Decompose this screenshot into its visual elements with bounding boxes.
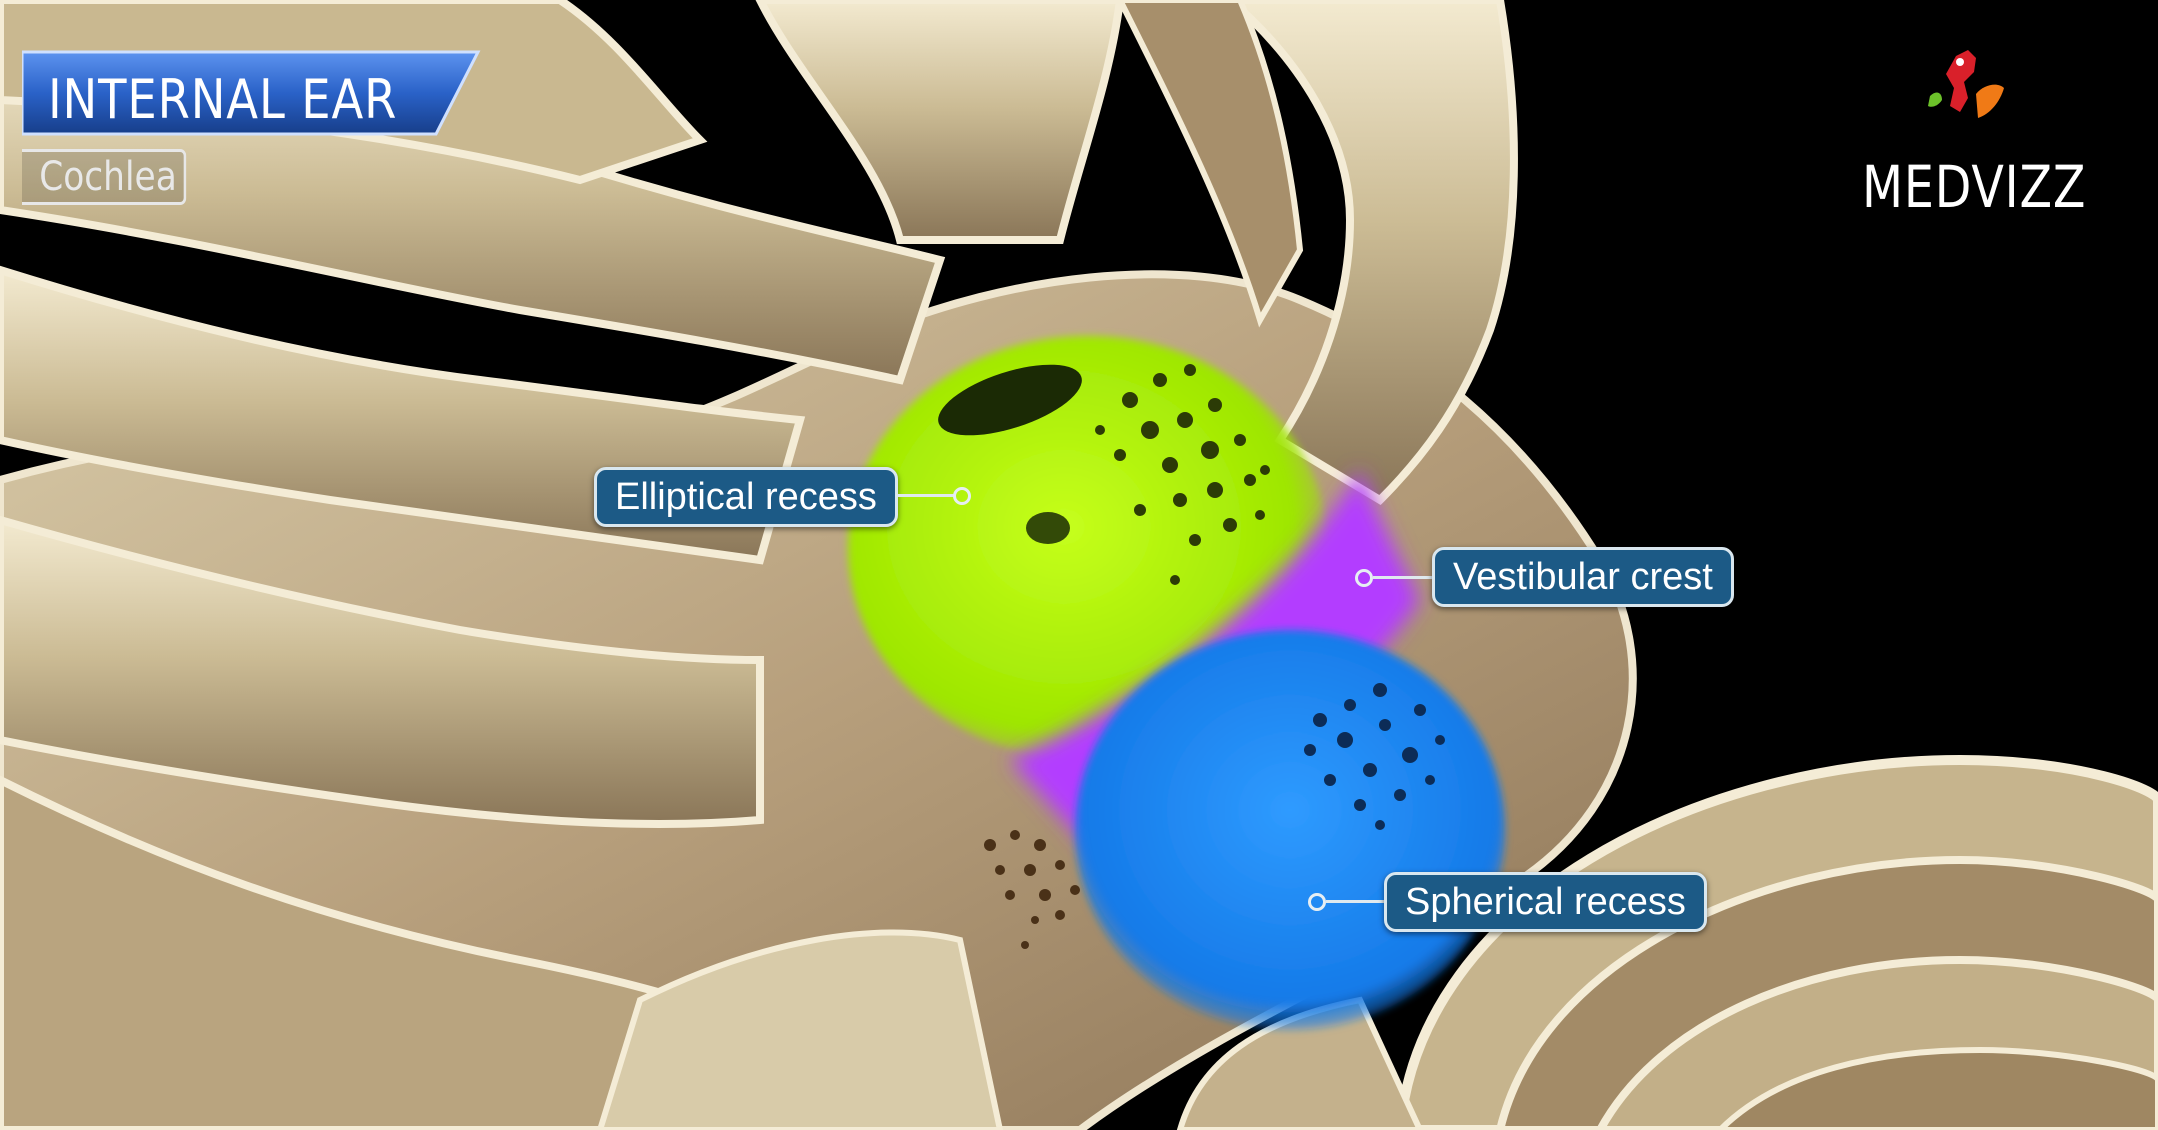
title-badge: INTERNAL EAR — [22, 48, 481, 136]
pointer-dot-elliptical-recess — [953, 487, 971, 505]
medvizz-logo-icon — [1928, 50, 2004, 118]
leader-vestibular-crest — [1373, 576, 1433, 579]
title-badge-shape — [22, 50, 481, 136]
page-title: INTERNAL EAR — [48, 68, 398, 131]
bone-foramina — [984, 830, 1080, 949]
label-elliptical-recess: Elliptical recess — [594, 467, 898, 527]
brand-name: MEDVIZZ — [1862, 153, 2087, 221]
page-subtitle: Cochlea — [22, 149, 187, 205]
elliptical-recess-foramina — [1095, 364, 1270, 585]
label-vestibular-crest: Vestibular crest — [1432, 547, 1734, 607]
spherical-recess-region — [1075, 630, 1505, 1030]
pointer-dot-spherical-recess — [1308, 893, 1326, 911]
brand-logo: MEDVIZZ — [1850, 48, 2090, 221]
label-spherical-recess: Spherical recess — [1384, 872, 1707, 932]
spherical-recess-foramina — [1304, 683, 1445, 830]
leader-spherical-recess — [1326, 900, 1386, 903]
pointer-dot-vestibular-crest — [1355, 569, 1373, 587]
leader-elliptical-recess — [896, 494, 956, 497]
